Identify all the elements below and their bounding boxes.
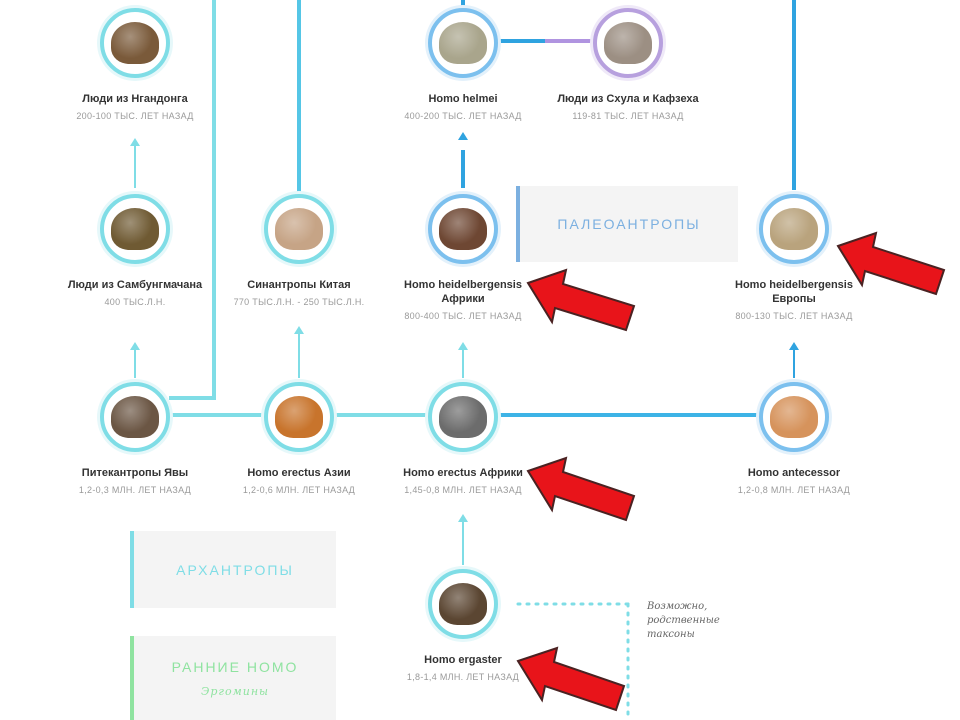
arrow-asia-china [294, 326, 304, 378]
node-date: 400-200 ТЫС. ЛЕТ НАЗАД [404, 111, 522, 121]
node-ring [759, 194, 829, 264]
skull-icon [439, 396, 487, 438]
skull-icon [275, 396, 323, 438]
node-ring [428, 382, 498, 452]
early-homo-subtitle: Эргомины [200, 684, 270, 698]
node-name: Люди из Схула и Кафзеха [557, 93, 699, 105]
skull-icon [770, 208, 818, 250]
node-ring [428, 8, 498, 78]
arrows [130, 132, 799, 565]
node-name: Люди из Нгандонга [82, 93, 188, 105]
node-ring [264, 194, 334, 264]
red-arrows [516, 231, 946, 712]
node-ring [100, 8, 170, 78]
node-skhul-qafzeh[interactable]: Люди из Схула и Кафзеха 119-81 ТЫС. ЛЕТ … [543, 8, 713, 121]
node-helmei[interactable]: Homo helmei 400-200 ТЫС. ЛЕТ НАЗАД [378, 8, 548, 121]
related-taxa-bracket [516, 602, 630, 720]
node-date: 800-130 ТЫС. ЛЕТ НАЗАД [735, 311, 853, 321]
node-erectus-asia[interactable]: Homo erectus Азии 1,2-0,6 МЛН. ЛЕТ НАЗАД [214, 382, 384, 495]
arrow-ergaster-africa [458, 514, 468, 565]
skull-icon [439, 208, 487, 250]
node-date: 400 ТЫС.Л.Н. [104, 297, 166, 307]
node-ring [593, 8, 663, 78]
node-date: 1,2-0,6 МЛН. ЛЕТ НАЗАД [242, 485, 356, 495]
arrow-java-sambung [130, 342, 140, 378]
node-date: 200-100 ТЫС. ЛЕТ НАЗАД [76, 111, 194, 121]
paleoanthropes-title: ПАЛЕОАНТРОПЫ [557, 216, 701, 232]
node-ring [264, 382, 334, 452]
arrow-africa-heidel [458, 342, 468, 378]
red-arrow-heidel-africa [526, 268, 636, 332]
node-antecessor[interactable]: Homo antecessor 1,2-0,8 МЛН. ЛЕТ НАЗАД [709, 382, 879, 495]
paleoanthropes-panel: ПАЛЕОАНТРОПЫ [516, 186, 738, 262]
node-name: Питекантропы Явы [81, 467, 189, 479]
node-date: 1,8-1,4 МЛН. ЛЕТ НАЗАД [406, 672, 520, 682]
node-heidelbergensis-europe[interactable]: Homo heidelbergensis Европы 800-130 ТЫС.… [709, 194, 879, 321]
node-name: Homo erectus Африки [403, 467, 523, 479]
related-taxa-note: Возможно, родственные таксоны [647, 601, 720, 640]
arrow-sambung-ngandong [130, 138, 140, 188]
red-arrow-ergaster [516, 646, 626, 712]
node-date: 1,45-0,8 МЛН. ЛЕТ НАЗАД [404, 485, 522, 495]
node-date: 119-81 ТЫС. ЛЕТ НАЗАД [572, 111, 684, 121]
node-name: Homo heidelbergensis Африки [404, 279, 522, 305]
node-sambungmacan[interactable]: Люди из Самбунгмачана 400 ТЫС.Л.Н. [50, 194, 220, 307]
node-ring [428, 194, 498, 264]
node-name: Homo ergaster [424, 654, 502, 666]
node-ring [100, 194, 170, 264]
node-date: 1,2-0,3 МЛН. ЛЕТ НАЗАД [78, 485, 192, 495]
node-name: Homo helmei [428, 93, 498, 105]
node-date: 1,2-0,8 МЛН. ЛЕТ НАЗАД [737, 485, 851, 495]
archanthropes-title: АРХАНТРОПЫ [176, 561, 294, 578]
node-date: 800-400 ТЫС. ЛЕТ НАЗАД [404, 311, 522, 321]
node-pithecanthropus[interactable]: Питекантропы Явы 1,2-0,3 МЛН. ЛЕТ НАЗАД [50, 382, 220, 495]
node-ergaster[interactable]: Homo ergaster 1,8-1,4 МЛН. ЛЕТ НАЗАД [378, 569, 548, 682]
skull-icon [111, 22, 159, 64]
node-name: Люди из Самбунгмачана [67, 279, 203, 291]
node-ngandong[interactable]: Люди из Нгандонга 200-100 ТЫС. ЛЕТ НАЗАД [50, 8, 220, 121]
node-name: Homo erectus Азии [247, 467, 351, 479]
node-name: Homo heidelbergensis Европы [735, 279, 853, 305]
skull-icon [439, 22, 487, 64]
skull-icon [770, 396, 818, 438]
node-date: 770 ТЫС.Л.Н. - 250 ТЫС.Л.Н. [233, 297, 365, 307]
node-name: Homo antecessor [747, 467, 841, 479]
node-ring [759, 382, 829, 452]
arrow-antecessor-europe [789, 342, 799, 378]
archanthropes-panel: АРХАНТРОПЫ [130, 531, 336, 608]
node-name: Синантропы Китая [247, 279, 351, 291]
skull-icon [439, 583, 487, 625]
node-erectus-africa[interactable]: Homo erectus Африки 1,45-0,8 МЛН. ЛЕТ НА… [378, 382, 548, 495]
node-ring [100, 382, 170, 452]
early-homo-title: РАННИЕ HOMO [171, 658, 299, 675]
skull-icon [275, 208, 323, 250]
node-ring [428, 569, 498, 639]
red-arrow-heidel-europe [836, 231, 946, 296]
node-sinanthropus[interactable]: Синантропы Китая 770 ТЫС.Л.Н. - 250 ТЫС.… [214, 194, 384, 307]
skull-icon [604, 22, 652, 64]
arrow-heidel-helmei [458, 132, 468, 140]
red-arrow-erectus-africa [526, 456, 636, 522]
skull-icon [111, 208, 159, 250]
connector-lines [169, 0, 796, 417]
early-homo-panel: РАННИЕ HOMO Эргомины [130, 636, 336, 720]
skull-icon [111, 396, 159, 438]
node-heidelbergensis-africa[interactable]: Homo heidelbergensis Африки 800-400 ТЫС.… [378, 194, 548, 321]
